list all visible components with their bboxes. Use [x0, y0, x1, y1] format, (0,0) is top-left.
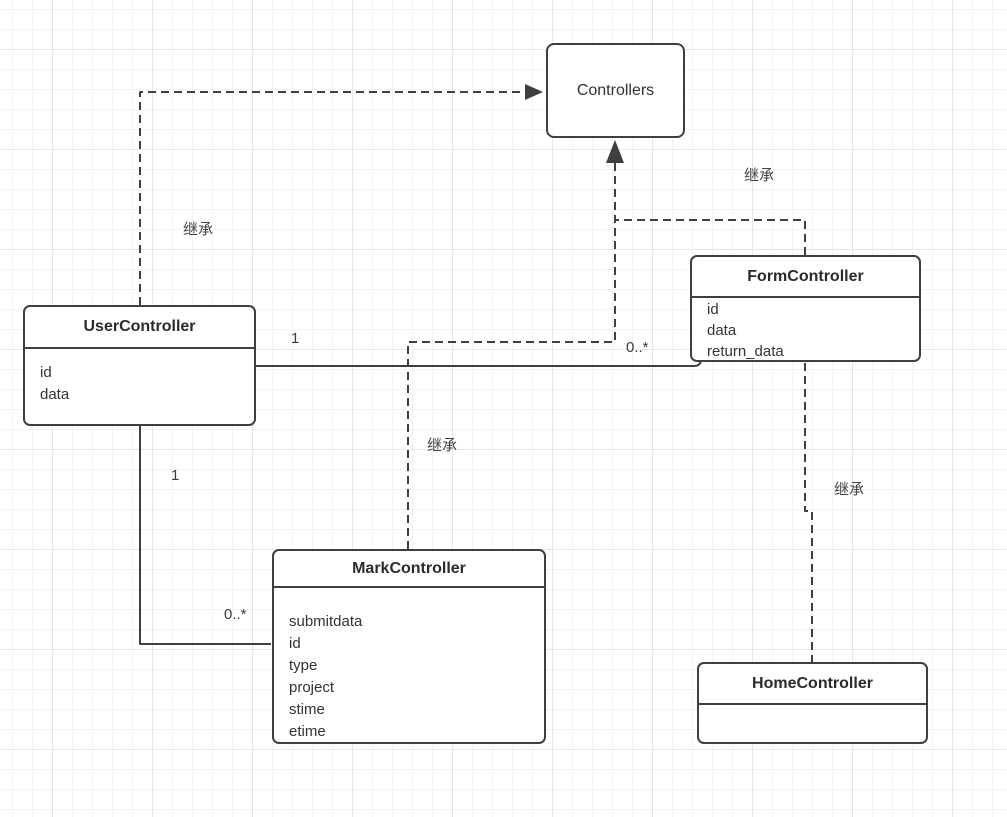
class-formcontroller[interactable]: FormController id data return_data: [690, 255, 921, 362]
class-markcontroller-title: MarkController: [274, 551, 544, 588]
class-usercontroller-attributes: id data: [25, 349, 254, 406]
multiplicity-user-form-source: 1: [291, 330, 300, 347]
multiplicity-user-mark-target: 0..*: [224, 606, 247, 623]
edge-user-controllers-arrowhead: [525, 84, 543, 100]
class-formcontroller-title: FormController: [692, 257, 919, 298]
inheritance-label-user: 继承: [183, 221, 214, 238]
edge-form-controllers-inheritance[interactable]: [616, 219, 806, 255]
class-markcontroller[interactable]: MarkController submitdata id type projec…: [272, 549, 546, 744]
attribute: submitdata: [289, 613, 363, 630]
class-usercontroller[interactable]: UserController id data: [23, 305, 256, 426]
class-controllers-title: Controllers: [576, 81, 655, 99]
attribute: type: [289, 657, 318, 674]
class-homecontroller-title: HomeController: [699, 664, 926, 705]
class-usercontroller-title: UserController: [25, 307, 254, 349]
class-markcontroller-attributes: submitdata id type project stime etime: [274, 588, 544, 743]
attribute: id: [40, 364, 52, 381]
edge-user-mark-association[interactable]: [139, 426, 271, 645]
attribute: stime: [289, 701, 325, 718]
inheritance-label-mark: 继承: [427, 437, 458, 454]
attribute: data: [40, 386, 70, 403]
attribute: data: [707, 322, 737, 339]
attribute: id: [707, 301, 719, 318]
edge-mark-controllers-inheritance[interactable]: [407, 163, 616, 549]
class-homecontroller[interactable]: HomeController: [697, 662, 928, 744]
edge-home-form-inheritance[interactable]: [804, 363, 813, 662]
edge-user-form-association[interactable]: [256, 358, 702, 367]
attribute: project: [289, 679, 335, 696]
edge-mark-controllers-arrowhead: [606, 140, 624, 163]
attribute: return_data: [707, 343, 784, 360]
class-controllers[interactable]: Controllers: [546, 43, 685, 138]
class-formcontroller-attributes: id data return_data: [692, 298, 919, 362]
attribute: id: [289, 635, 301, 652]
inheritance-label-form: 继承: [744, 167, 775, 184]
edge-user-controllers-inheritance[interactable]: [139, 91, 524, 305]
multiplicity-user-form-target: 0..*: [626, 339, 649, 356]
attribute: etime: [289, 723, 326, 740]
inheritance-label-home: 继承: [834, 481, 865, 498]
multiplicity-user-mark-source: 1: [171, 467, 180, 484]
